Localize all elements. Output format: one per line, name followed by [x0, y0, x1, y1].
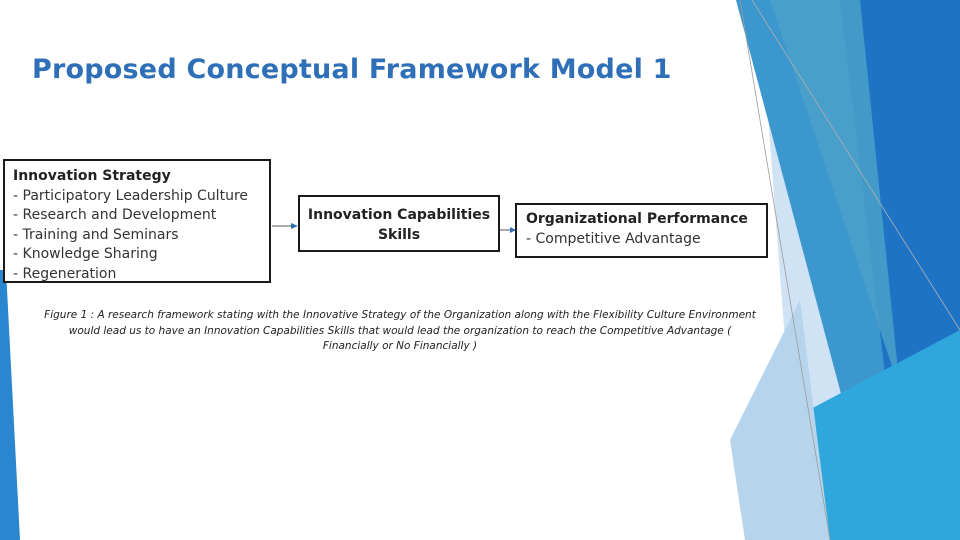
strategy-item: Training and Seminars	[13, 226, 269, 246]
figure-caption: Figure 1 : A research framework stating …	[44, 309, 756, 352]
strategy-item: Research and Development	[13, 206, 269, 226]
deco-line	[739, 0, 831, 540]
strategy-item: Knowledge Sharing	[13, 245, 269, 265]
strategy-item: Participatory Leadership Culture	[13, 187, 269, 207]
deco-line-2	[751, 0, 960, 331]
performance-item: - Competitive Advantage	[526, 230, 701, 247]
innovation-strategy-heading: Innovation Strategy	[13, 168, 171, 184]
slide-title: Proposed Conceptual Framework Model 1	[32, 54, 672, 85]
innovation-strategy-box: Innovation Strategy Participatory Leader…	[3, 159, 271, 283]
organizational-performance-box: Organizational Performance - Competitive…	[515, 203, 768, 258]
deco-shape-pale	[730, 300, 830, 540]
arrow-capabilities-to-performance	[500, 227, 516, 233]
capabilities-line-2: Skills	[377, 226, 421, 243]
performance-heading: Organizational Performance	[526, 211, 748, 227]
deco-left-edge	[0, 270, 20, 540]
deco-shape-teal	[770, 0, 900, 390]
deco-shape-cyan	[790, 330, 960, 540]
strategy-item: Regeneration	[13, 265, 269, 285]
innovation-capabilities-box: Innovation Capabilities Skills	[298, 195, 500, 252]
capabilities-line-1: Innovation Capabilities	[307, 207, 491, 223]
arrow-strategy-to-capabilities	[272, 223, 298, 229]
